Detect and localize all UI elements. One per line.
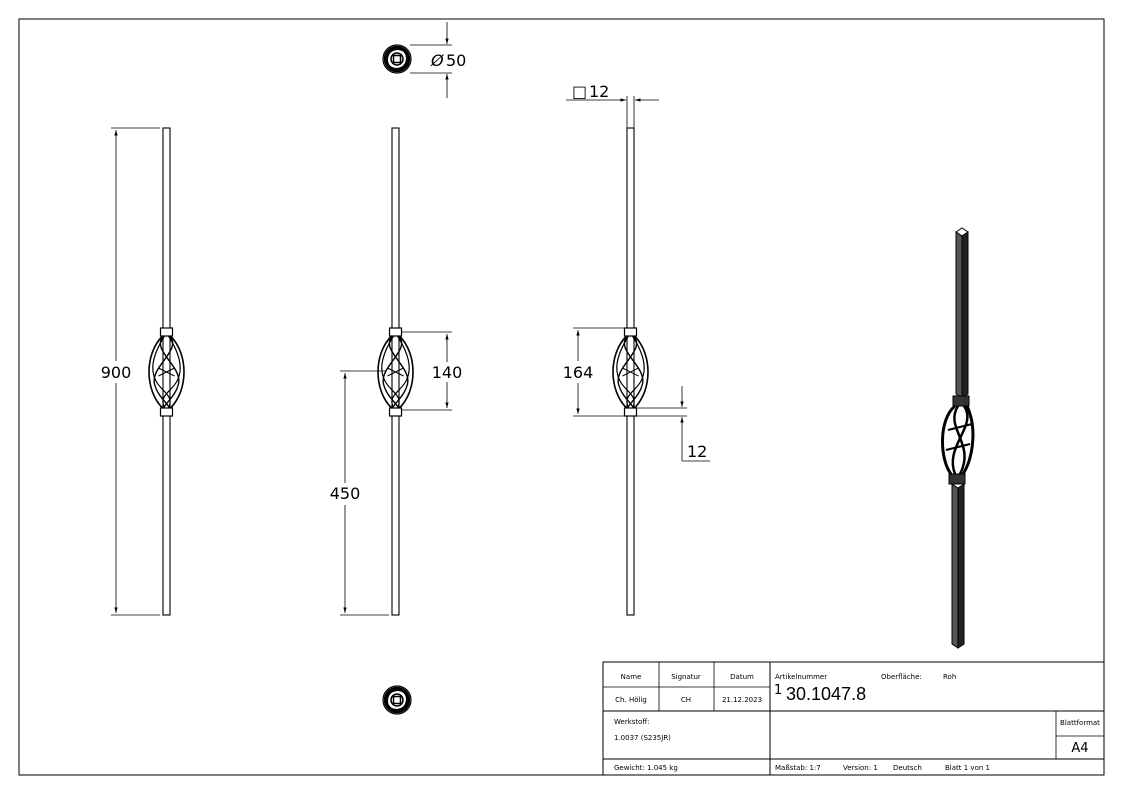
top-view: Ø 50: [381, 22, 466, 98]
blatt: Blatt 1 von 1: [945, 764, 990, 772]
oberflaeche-label: Oberfläche:: [881, 673, 922, 681]
blattformat-value: A4: [1071, 741, 1088, 756]
diameter-symbol: Ø: [430, 51, 444, 70]
sheet-border: [18, 18, 1105, 776]
dim-12: 12: [687, 442, 707, 461]
datum-label: Datum: [730, 673, 754, 681]
signatur-label: Signatur: [671, 673, 701, 681]
name-label: Name: [621, 673, 642, 681]
werkstoff-label: Werkstoff:: [614, 718, 650, 726]
bottom-view: [381, 684, 413, 716]
isometric-view: [941, 227, 975, 649]
sprache: Deutsch: [893, 764, 922, 772]
dim-diameter-50: 50: [446, 51, 466, 70]
article-number: 30.1047.8: [786, 684, 866, 704]
version: Version: 1: [843, 764, 878, 772]
right-view: □ 12 164 12: [561, 82, 710, 616]
dim-140: 140: [432, 363, 463, 382]
dim-square-12: 12: [589, 82, 609, 101]
front-view: 900: [98, 127, 185, 616]
blattformat-label: Blattformat: [1060, 719, 1100, 727]
revision-index: 1: [774, 683, 782, 698]
massstab: Maßstab: 1:7: [775, 764, 821, 772]
artikelnummer-label: Artikelnummer: [775, 673, 827, 681]
signatur-value: CH: [681, 696, 691, 704]
dim-900: 900: [101, 363, 132, 382]
dim-164: 164: [563, 363, 594, 382]
gewicht: Gewicht: 1.045 kg: [614, 764, 678, 772]
name-value: Ch. Hölig: [615, 696, 647, 704]
oberflaeche-value: Roh: [943, 673, 956, 681]
square-symbol: □: [572, 82, 587, 101]
werkstoff-value: 1.0037 (S235JR): [614, 734, 671, 742]
side-view: 140 450: [328, 127, 464, 616]
datum-value: 21.12.2023: [722, 696, 762, 704]
title-block: Name Signatur Datum Ch. Hölig CH 21.12.2…: [602, 661, 1105, 776]
dim-450: 450: [330, 484, 361, 503]
